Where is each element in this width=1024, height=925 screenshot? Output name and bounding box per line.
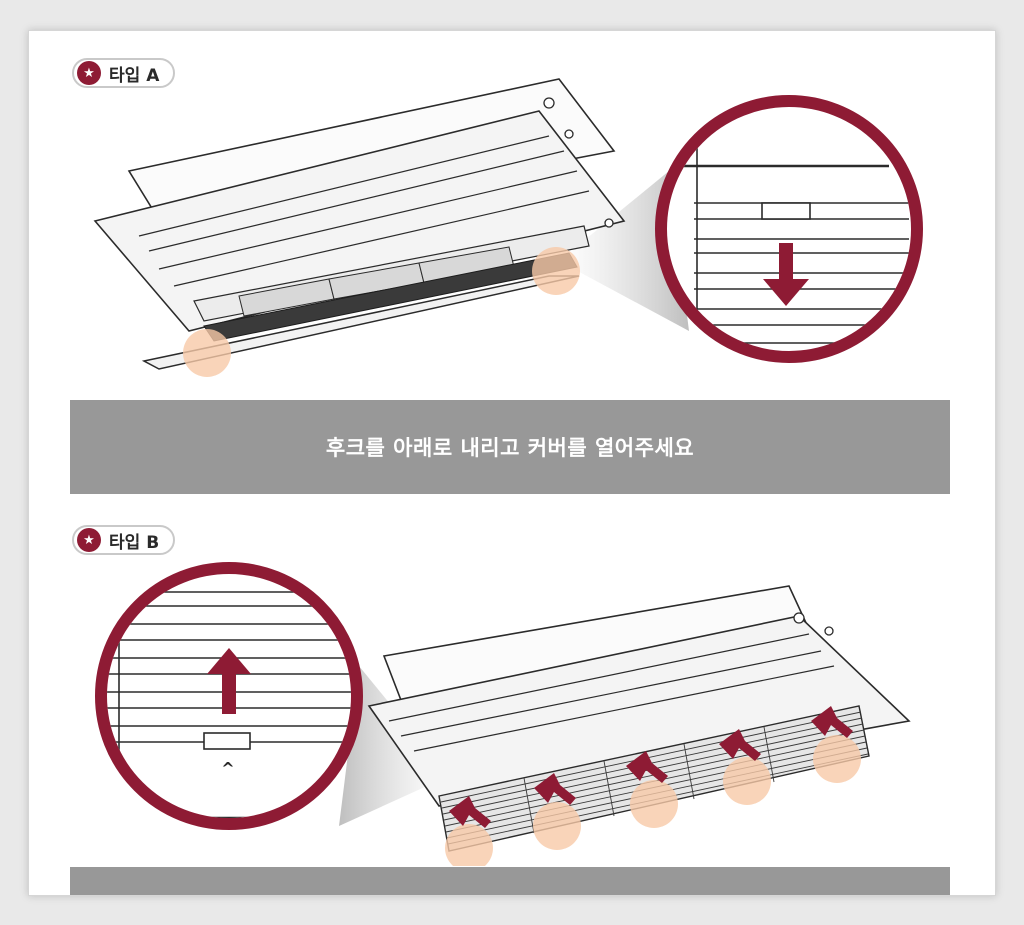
star-icon: ★ xyxy=(77,528,101,552)
type-b-illustration: ^ xyxy=(95,562,911,866)
arrow-up-icon xyxy=(449,706,853,828)
type-a-badge: ★ 타입 A xyxy=(72,58,176,88)
hook-highlight-right xyxy=(532,247,580,295)
star-icon: ★ xyxy=(77,61,101,85)
arrow-up-icon xyxy=(207,648,251,714)
caption-banner-a: 후크를 아래로 내리고 커버를 열어주세요 xyxy=(70,400,950,494)
caption-banner-b xyxy=(70,867,950,895)
type-b-label: 타입 B xyxy=(109,532,160,553)
manual-page: ★ 타입 A xyxy=(28,30,996,896)
arrow-down-icon xyxy=(763,243,809,306)
type-a-illustration xyxy=(93,78,923,377)
type-a-label: 타입 A xyxy=(109,65,160,86)
hook-highlight-left xyxy=(183,329,231,377)
svg-text:^: ^ xyxy=(221,759,234,778)
caption-text-a: 후크를 아래로 내리고 커버를 열어주세요 xyxy=(325,436,695,460)
type-b-badge: ★ 타입 B xyxy=(72,525,176,555)
